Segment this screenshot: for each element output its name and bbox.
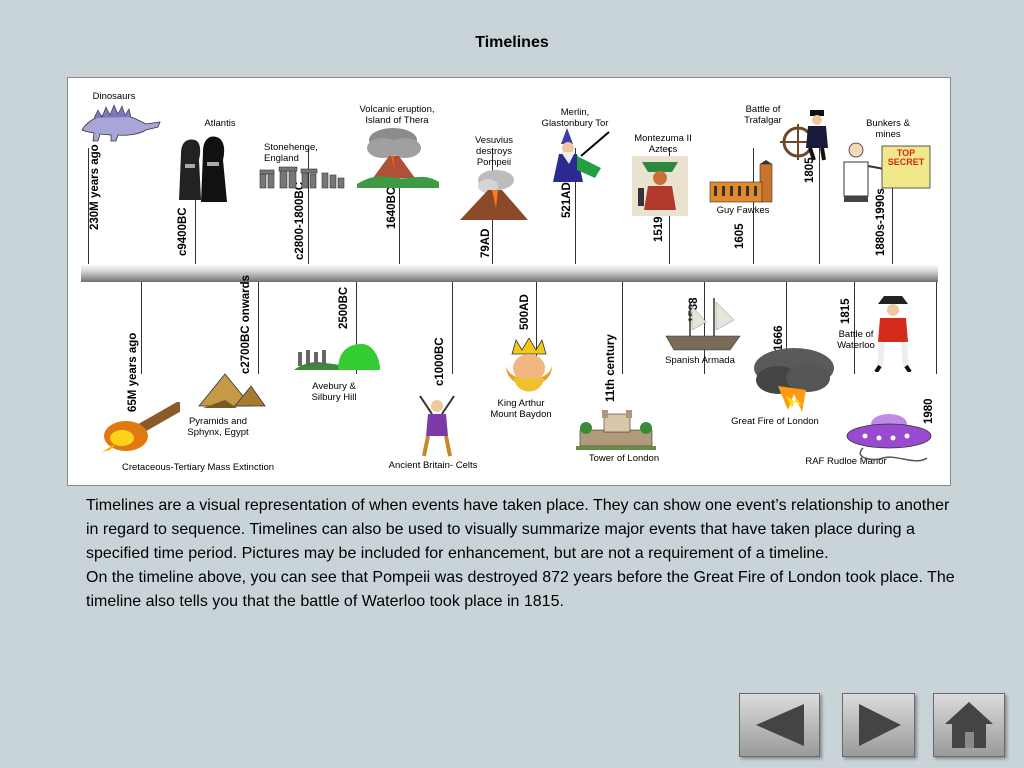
- event-label: Pyramids and Sphynx, Egypt: [187, 416, 249, 438]
- description-text: Timelines are a visual representation of…: [86, 494, 966, 614]
- timeline-diagram: 230M years ago c9400BC c2800-1800BC 1640…: [67, 77, 951, 486]
- atlantis-statues-image: [179, 136, 227, 202]
- event-label: Dinosaurs: [92, 91, 136, 102]
- event-label: RAF Rudloe Manor: [805, 456, 887, 467]
- event-label: Montezuma II Aztecs: [634, 133, 692, 155]
- bunkers-presenter-image: [843, 142, 931, 202]
- previous-slide-button[interactable]: [739, 693, 820, 757]
- date-label: 65M years ago: [127, 332, 139, 412]
- pyramids-image: [198, 373, 266, 408]
- tick: [575, 148, 576, 266]
- right-arrow-icon: [858, 704, 901, 746]
- event-label: Battle of Trafalgar: [744, 104, 782, 126]
- event-label: Tower of London: [588, 453, 660, 464]
- dinosaur-image: [81, 104, 161, 142]
- date-label: 2500BC: [338, 286, 350, 329]
- waterloo-soldier-image: [874, 296, 912, 372]
- tick: [452, 282, 453, 374]
- tick: [536, 282, 537, 374]
- left-arrow-icon: [755, 704, 804, 746]
- next-slide-button[interactable]: [842, 693, 915, 757]
- date-label: 521AD: [561, 182, 573, 218]
- meteor-image: [102, 402, 180, 452]
- date-label: 79AD: [480, 228, 492, 258]
- event-label: Merlin, Glastonbury Tor: [541, 107, 609, 129]
- date-label: 1605: [734, 223, 746, 249]
- montezuma-aztec-image: [632, 156, 688, 216]
- vesuvius-image: [460, 170, 528, 220]
- great-fire-image: [754, 348, 834, 412]
- tick: [786, 282, 787, 374]
- event-label: Spanish Armada: [665, 355, 735, 366]
- volcano-image: [357, 128, 439, 188]
- date-label: c9400BC: [177, 207, 189, 256]
- event-label: Vesuvius destroys Pompeii: [474, 135, 514, 168]
- date-label: c1000BC: [434, 337, 446, 386]
- king-arthur-image: [506, 338, 552, 392]
- date-label: 1519: [653, 216, 665, 242]
- event-label: Cretaceous-Tertiary Mass Extinction: [121, 462, 275, 473]
- description-paragraph: Timelines are a visual representation of…: [86, 497, 950, 562]
- tick: [936, 282, 937, 374]
- stonehenge-image: [259, 166, 345, 189]
- tick: [892, 148, 893, 266]
- event-label: Ancient Britain- Celts: [388, 460, 478, 471]
- tick: [195, 148, 196, 266]
- event-label: Battle of Waterloo: [837, 329, 875, 351]
- spanish-armada-ship-image: [665, 298, 741, 351]
- event-label: Bunkers & mines: [866, 118, 910, 140]
- tick: [356, 282, 357, 374]
- tick: [819, 148, 820, 266]
- date-label: 1640BC: [386, 186, 398, 229]
- event-label: King Arthur Mount Baydon: [490, 398, 552, 420]
- date-label: c2800-1800BC: [294, 181, 306, 260]
- top-secret-label: TOP SECRET: [887, 148, 925, 167]
- description-paragraph: On the timeline above, you can see that …: [86, 569, 955, 610]
- nelson-ship-wheel-image: [780, 110, 828, 161]
- event-label: Stonehenge, England: [264, 142, 318, 164]
- tick: [141, 282, 142, 374]
- tick: [399, 148, 400, 266]
- timeline-bar: [81, 264, 938, 282]
- tower-of-london-image: [576, 410, 656, 450]
- home-button[interactable]: [933, 693, 1005, 757]
- tick: [258, 282, 259, 374]
- tick: [622, 282, 623, 374]
- tick: [88, 148, 89, 266]
- event-label: Volcanic eruption, Island of Thera: [359, 104, 435, 126]
- avebury-hill-image: [294, 344, 380, 370]
- date-label: 230M years ago: [89, 144, 101, 230]
- page-title: Timelines: [475, 34, 549, 51]
- date-label: 11th century: [605, 334, 617, 402]
- event-label: Guy Fawkes: [716, 205, 770, 216]
- celt-warrior-image: [419, 395, 455, 457]
- merlin-wizard-image: [553, 128, 610, 182]
- event-label: Great Fire of London: [731, 416, 819, 427]
- tick: [704, 282, 705, 374]
- tick: [308, 148, 309, 266]
- home-icon: [945, 702, 993, 748]
- tick: [753, 148, 754, 266]
- date-label: 1815: [840, 298, 852, 324]
- date-label: c2700BC onwards: [240, 274, 252, 374]
- event-label: Atlantis: [204, 118, 236, 129]
- event-label: Avebury & Silbury Hill: [311, 381, 357, 403]
- ufo-image: [846, 414, 932, 462]
- date-label: 500AD: [519, 294, 531, 330]
- tick: [854, 282, 855, 374]
- parliament-image: [709, 160, 773, 203]
